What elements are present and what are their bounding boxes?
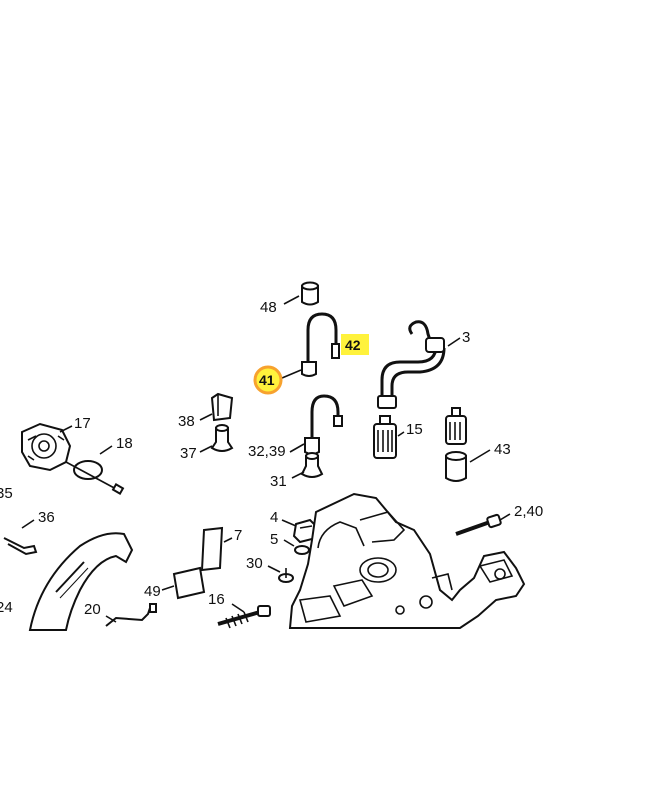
part-17[interactable]	[21, 422, 72, 472]
leader-30	[267, 565, 281, 573]
leader-41	[281, 369, 302, 379]
part-hose-upper[interactable]	[301, 312, 340, 377]
part-37[interactable]	[210, 424, 234, 452]
label-35[interactable]: 35	[0, 485, 13, 502]
label-38[interactable]: 38	[178, 413, 195, 430]
leader-7	[223, 537, 233, 543]
highlight-42	[341, 334, 369, 355]
highlight-41-circle	[253, 365, 283, 395]
part-48[interactable]	[301, 281, 319, 306]
label-31[interactable]: 31	[270, 473, 287, 490]
label-3[interactable]: 3	[462, 329, 470, 346]
label-41[interactable]: 41	[259, 372, 275, 388]
part-49[interactable]	[172, 566, 206, 600]
label-42[interactable]: 42	[345, 337, 361, 353]
label-17[interactable]: 17	[74, 415, 91, 432]
crankcase-housing[interactable]	[288, 492, 526, 629]
part-20[interactable]	[105, 603, 157, 627]
part-43[interactable]	[445, 407, 467, 482]
leader-37	[199, 445, 213, 453]
leader-17	[59, 425, 73, 433]
part-31[interactable]	[300, 452, 324, 478]
leader-48	[283, 295, 300, 305]
label-37[interactable]: 37	[180, 445, 197, 462]
label-24[interactable]: 24	[0, 599, 13, 616]
leader-15	[397, 431, 405, 437]
leader-31	[291, 471, 305, 479]
label-15[interactable]: 15	[406, 421, 423, 438]
part-16[interactable]	[217, 605, 271, 629]
leader-20	[105, 615, 117, 623]
part-18[interactable]	[65, 460, 125, 495]
leader-5	[283, 539, 295, 547]
part-7[interactable]	[200, 526, 224, 572]
label-43[interactable]: 43	[494, 441, 511, 458]
part-5[interactable]	[294, 545, 310, 555]
label-5[interactable]: 5	[270, 531, 278, 548]
part-30[interactable]	[278, 568, 294, 583]
leader-4	[281, 519, 297, 527]
leader-16	[231, 603, 245, 613]
part-24-bar-plate[interactable]	[28, 532, 134, 631]
leader-3	[447, 337, 461, 347]
label-2-40[interactable]: 2,40	[514, 503, 543, 520]
label-36[interactable]: 36	[38, 509, 55, 526]
part-36[interactable]	[3, 537, 38, 556]
leader-43	[469, 449, 491, 463]
part-2-40[interactable]	[455, 513, 502, 536]
label-30[interactable]: 30	[246, 555, 263, 572]
label-20[interactable]: 20	[84, 601, 101, 618]
label-4[interactable]: 4	[270, 509, 278, 526]
leader-2-40	[499, 513, 511, 521]
part-15[interactable]	[373, 415, 397, 459]
leader-38	[199, 413, 213, 421]
label-48[interactable]: 48	[260, 299, 277, 316]
label-16[interactable]: 16	[208, 591, 225, 608]
label-7[interactable]: 7	[234, 527, 242, 544]
part-32-39[interactable]	[304, 394, 343, 455]
leader-32-39	[289, 443, 305, 453]
label-32-39[interactable]: 32,39	[248, 443, 286, 460]
leader-49	[161, 585, 175, 591]
part-3[interactable]	[377, 320, 446, 409]
part-38[interactable]	[210, 392, 234, 422]
leader-36	[21, 519, 35, 529]
leader-18	[99, 445, 113, 455]
label-18[interactable]: 18	[116, 435, 133, 452]
label-49[interactable]: 49	[144, 583, 161, 600]
